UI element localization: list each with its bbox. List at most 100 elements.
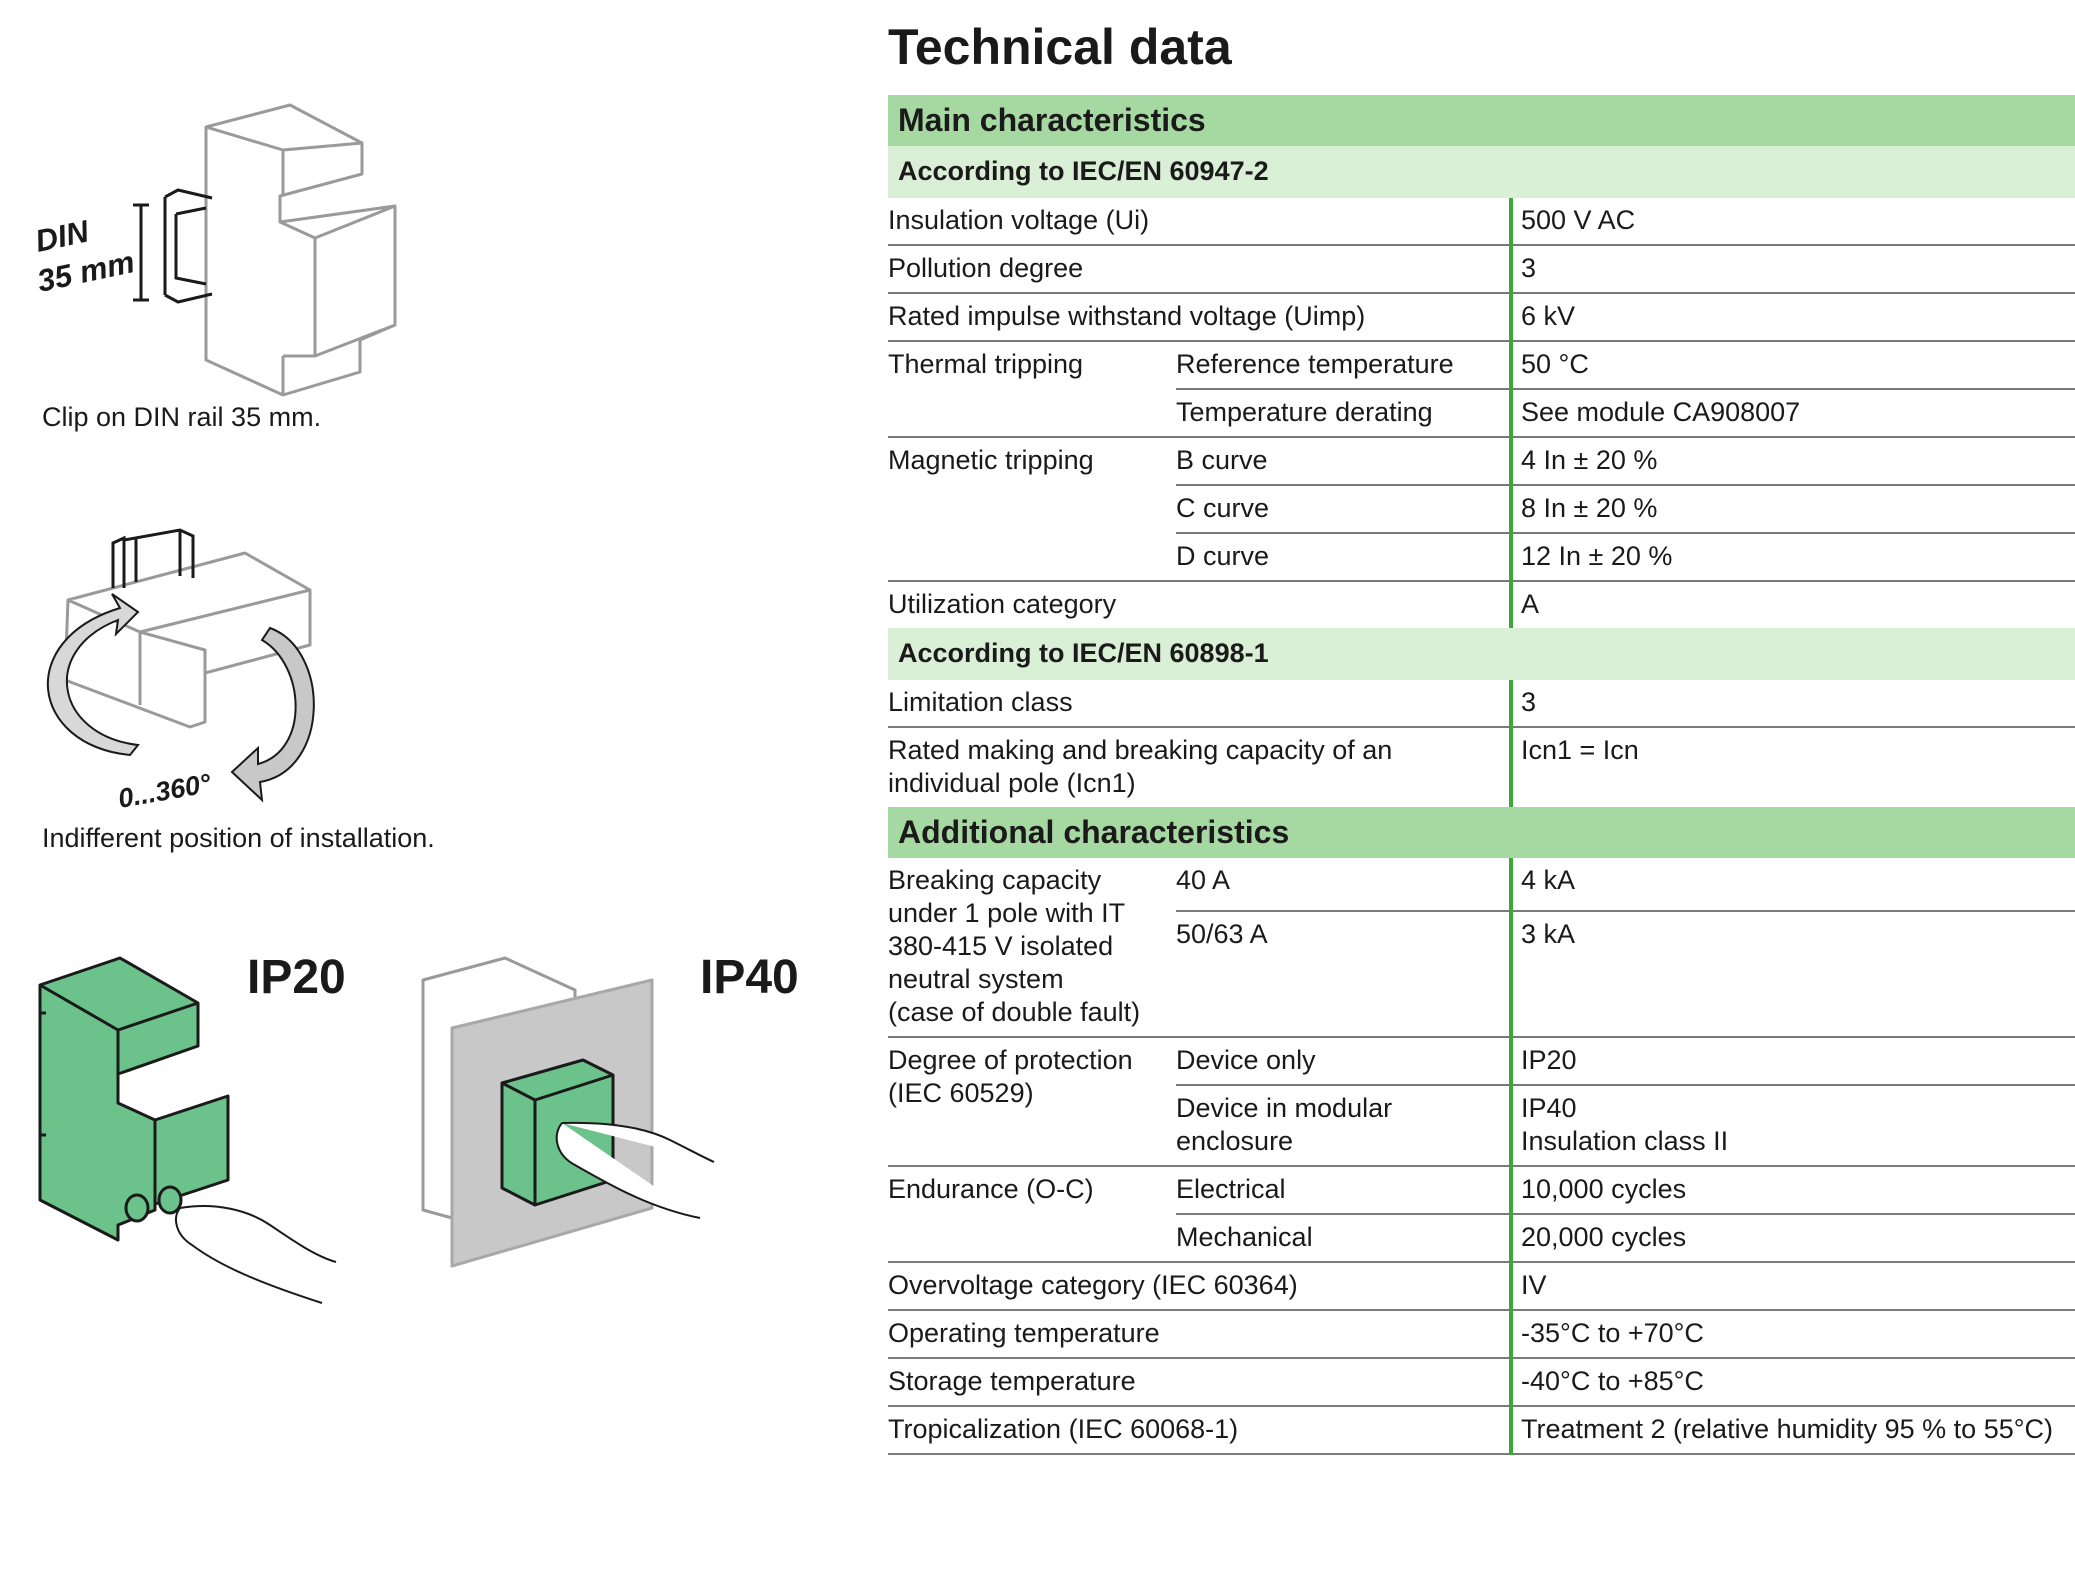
row-label: Limitation class — [888, 680, 1511, 728]
label-line: neutral system — [888, 964, 1064, 994]
row-label: Insulation voltage (Ui) — [888, 198, 1511, 246]
din-rail-top — [111, 528, 195, 588]
table-row: Device in modular enclosure IP40 Insulat… — [888, 1085, 2075, 1167]
row-label: Endurance (O-C) — [888, 1166, 1176, 1263]
label-line: Breaking capacity — [888, 865, 1102, 895]
row-value: IP40 Insulation class II — [1508, 1085, 2075, 1167]
row-label: Tropicalization (IEC 60068-1) — [888, 1406, 1511, 1455]
row-value: 4 kA — [1508, 858, 2075, 912]
table-row: C curve 8 In ± 20 % — [888, 485, 2075, 534]
table-row: Operating temperature -35°C to +70°C — [888, 1310, 2075, 1359]
row-sublabel: Reference temperature — [1176, 341, 1511, 390]
row-sublabel: D curve — [1176, 533, 1511, 582]
row-value: 12 In ± 20 % — [1508, 533, 2075, 582]
finger-ip40-icon — [555, 1121, 715, 1219]
ip40-label: IP40 — [700, 951, 799, 1004]
row-label: Rated making and breaking capacity of an… — [888, 727, 1511, 807]
ip20-device-drawing — [38, 956, 230, 1242]
row-sublabel: Mechanical — [1176, 1214, 1511, 1263]
label-line: enclosure — [1176, 1126, 1294, 1156]
din-rail-profile — [133, 188, 213, 304]
row-label: Utilization category — [888, 589, 1117, 619]
subsection-header: According to IEC/EN 60947-2 — [888, 146, 2075, 198]
row-value: A — [1508, 581, 2075, 628]
row-value: 3 — [1508, 245, 2075, 294]
table-row: Rated impulse withstand voltage (Uimp) 6… — [888, 293, 2075, 342]
finger-icon — [175, 1205, 337, 1304]
illustrations-panel: DIN 35 mm 0...360° IP20 IP40 — [32, 103, 799, 1304]
row-sublabel: Temperature derating — [1176, 389, 1511, 438]
table-row: Insulation voltage (Ui) 500 V AC — [888, 198, 2075, 246]
row-value: 20,000 cycles — [1508, 1214, 2075, 1263]
table-row: 50/63 A 3 kA — [888, 911, 2075, 1038]
row-sublabel: 40 A — [1176, 858, 1511, 912]
label-line: under 1 pole with IT — [888, 898, 1126, 928]
row-value: 3 kA — [1508, 911, 2075, 1038]
page-title: Technical data — [888, 19, 1232, 75]
ip40-enclosure-drawing — [421, 956, 654, 1268]
rotation-label: 0...360° — [116, 768, 213, 814]
row-label: Thermal tripping — [888, 341, 1176, 438]
row-value: Treatment 2 (relative humidity 95 % to 5… — [1508, 1406, 2075, 1455]
iec-60898-header: According to IEC/EN 60898-1 — [888, 628, 2075, 680]
row-value: IV — [1508, 1262, 2075, 1311]
table-row: Endurance (O-C) Electrical 10,000 cycles — [888, 1166, 2075, 1263]
main-characteristics-header: Main characteristics — [888, 95, 2075, 146]
row-sublabel: Device only — [1176, 1037, 1511, 1086]
label-line: 380-415 V isolated — [888, 931, 1114, 961]
row-label: Degree of protection (IEC 60529) — [888, 1037, 1176, 1167]
table-row: Pollution degree 3 — [888, 245, 2075, 294]
table-row: Overvoltage category (IEC 60364) IV — [888, 1262, 2075, 1311]
row-value: -35°C to +70°C — [1508, 1310, 2075, 1359]
table-row: Thermal tripping Reference temperature 5… — [888, 341, 2075, 438]
label-line: Degree of protection — [888, 1045, 1133, 1075]
ip20-label: IP20 — [247, 951, 346, 1004]
table-row: Rated making and breaking capacity of an… — [888, 727, 2075, 807]
rotation-arrow-left-icon — [47, 593, 140, 757]
row-label: Rated impulse withstand voltage (Uimp) — [888, 293, 1511, 342]
row-value: 500 V AC — [1508, 198, 2075, 246]
row-label: Storage temperature — [888, 1358, 1511, 1407]
row-value: 3 — [1508, 680, 2075, 728]
row-value: 50 °C — [1508, 341, 2075, 390]
row-label: Magnetic tripping — [888, 437, 1176, 582]
row-value: 10,000 cycles — [1508, 1166, 2075, 1215]
value-line: IP40 — [1521, 1093, 1577, 1123]
iec-60947-header: According to IEC/EN 60947-2 — [888, 146, 2075, 198]
label-line: individual pole (Icn1) — [888, 768, 1136, 798]
row-label: Pollution degree — [888, 245, 1511, 294]
din-label: DIN — [32, 213, 92, 258]
table-row: Tropicalization (IEC 60068-1) Treatment … — [888, 1406, 2075, 1455]
table-row: Temperature derating See module CA908007 — [888, 389, 2075, 438]
row-label: Operating temperature — [888, 1310, 1511, 1359]
table-row: D curve 12 In ± 20 % — [888, 533, 2075, 582]
table-row: Breaking capacity under 1 pole with IT 3… — [888, 858, 2075, 1038]
table-row: Utilization category A — [888, 581, 2075, 628]
row-sublabel: Device in modular enclosure — [1176, 1085, 1511, 1167]
label-line: (case of double fault) — [888, 997, 1141, 1027]
additional-characteristics-header: Additional characteristics — [888, 807, 2075, 858]
row-value: Icn1 = Icn — [1508, 727, 2075, 807]
rotation-module-drawing — [63, 551, 312, 729]
row-label: Breaking capacity under 1 pole with IT 3… — [888, 858, 1176, 1038]
row-value: 6 kV — [1508, 293, 2075, 342]
rotation-arrow-right-icon — [230, 626, 315, 803]
label-line: Rated making and breaking capacity of an — [888, 735, 1393, 765]
din-caption: Clip on DIN rail 35 mm. — [42, 402, 322, 432]
table-row: Mechanical 20,000 cycles — [888, 1214, 2075, 1263]
row-label: Overvoltage category (IEC 60364) — [888, 1262, 1511, 1311]
table-row: Limitation class 3 — [888, 680, 2075, 728]
section-header: Additional characteristics — [888, 807, 2075, 858]
label-line: (IEC 60529) — [888, 1078, 1034, 1108]
table-row: Storage temperature -40°C to +85°C — [888, 1358, 2075, 1407]
table-row: Magnetic tripping B curve 4 In ± 20 % — [888, 437, 2075, 582]
row-sublabel: B curve — [1176, 437, 1511, 486]
table-row: Degree of protection (IEC 60529) Device … — [888, 1037, 2075, 1167]
rotation-caption: Indifferent position of installation. — [42, 823, 435, 853]
row-value: -40°C to +85°C — [1508, 1358, 2075, 1407]
row-sublabel: 50/63 A — [1176, 911, 1511, 1038]
row-sublabel: Electrical — [1176, 1166, 1511, 1215]
row-sublabel: C curve — [1176, 485, 1511, 534]
section-header: Main characteristics — [888, 95, 2075, 146]
row-value: See module CA908007 — [1508, 389, 2075, 438]
